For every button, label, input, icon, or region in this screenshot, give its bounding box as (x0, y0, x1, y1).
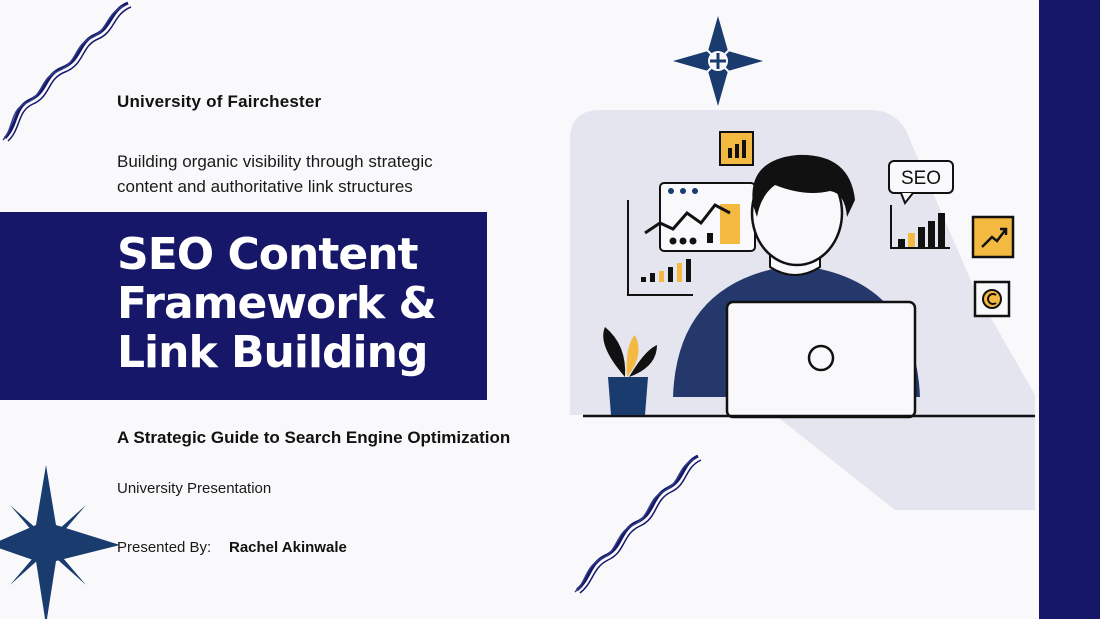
slide-title: SEO Content Framework & Link Building (117, 230, 497, 377)
tagline-line-2: content and authoritative link structure… (117, 177, 413, 196)
title-band (0, 212, 487, 400)
trend-up-icon (971, 215, 1015, 259)
presenter-label: Presented By: (117, 539, 212, 556)
wavy-line-top-left-icon (2, 1, 132, 142)
seo-speech-bubble-icon: SEO (888, 160, 954, 249)
slide-subtitle: A Strategic Guide to Search Engine Optim… (117, 428, 511, 447)
university-name: University of Fairchester (117, 92, 322, 111)
compass-star-bottom-icon (0, 465, 120, 619)
wavy-line-bottom-icon (574, 454, 702, 594)
title-line-1: SEO Content (117, 229, 419, 280)
seo-illustration: SEO (570, 110, 1035, 510)
copyright-icon (973, 280, 1011, 318)
title-line-3: Link Building (117, 327, 428, 378)
presentation-type: University Presentation (117, 480, 272, 497)
plant-icon (603, 327, 657, 415)
right-accent-bar (1039, 0, 1100, 619)
laptop-icon (725, 300, 917, 419)
title-line-2: Framework & (117, 278, 437, 329)
tagline: Building organic visibility through stra… (117, 149, 537, 199)
compass-star-top-icon (673, 16, 763, 106)
tagline-line-1: Building organic visibility through stra… (117, 152, 433, 171)
presenter-name: Rachel Akinwale (229, 539, 347, 556)
bar-chart-icon (719, 131, 754, 166)
seo-bubble-text: SEO (901, 168, 941, 189)
